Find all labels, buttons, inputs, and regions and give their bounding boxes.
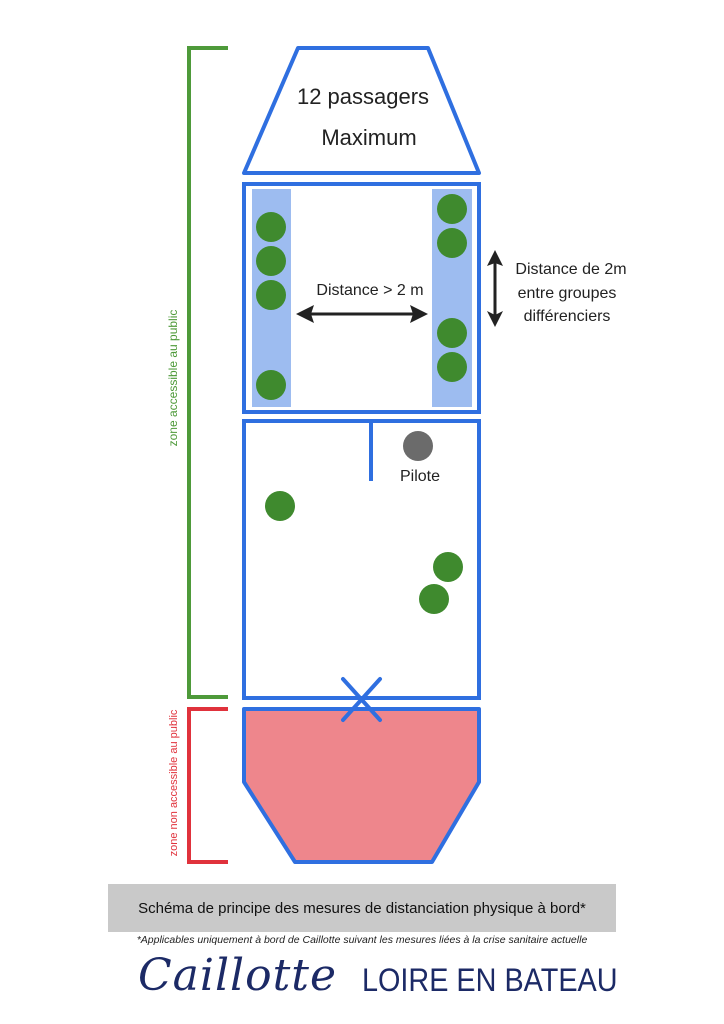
pilot-marker (403, 431, 433, 461)
passenger (256, 246, 286, 276)
capacity-line2: Maximum (321, 125, 416, 150)
deck-passengers (265, 491, 463, 614)
left-bench-passengers (256, 212, 286, 400)
distance-groups-line1: Distance de 2m (515, 261, 626, 278)
distance-across-label: Distance > 2 m (316, 282, 423, 299)
passenger (419, 584, 449, 614)
zone-non-public-label: zone non accessible au public (168, 709, 180, 856)
passenger (437, 194, 467, 224)
passenger (265, 491, 295, 521)
distance-groups-line3: différenciers (524, 308, 611, 325)
passenger (256, 370, 286, 400)
right-bench-passengers (437, 194, 467, 382)
pilot-label: Pilote (400, 468, 440, 485)
passenger (437, 228, 467, 258)
caption-text: Schéma de principe des mesures de distan… (138, 899, 586, 917)
company-name: LOIRE EN BATEAU (362, 962, 618, 998)
passenger (256, 280, 286, 310)
zone-public-bracket (187, 46, 228, 699)
distance-groups-line2: entre groupes (518, 285, 617, 302)
passenger (433, 552, 463, 582)
caption-banner: Schéma de principe des mesures de distan… (108, 884, 616, 932)
passenger (437, 318, 467, 348)
bow-section (242, 46, 481, 175)
zone-non-public-bracket (187, 707, 228, 864)
passenger (256, 212, 286, 242)
passenger (437, 352, 467, 382)
no-entry-cross (341, 677, 382, 722)
zone-public-label: zone accessible au public (166, 310, 180, 447)
brand-row: Caillotte LOIRE EN BATEAU (0, 948, 724, 1008)
restricted-stern-section (242, 707, 481, 864)
caillotte-logo: Caillotte (138, 950, 338, 1001)
distance-groups-arrow (487, 250, 503, 327)
footnote: *Applicables uniquement à bord de Caillo… (136, 934, 588, 946)
distance-across-arrow (296, 305, 428, 323)
capacity-line1: 12 passagers (297, 84, 429, 109)
